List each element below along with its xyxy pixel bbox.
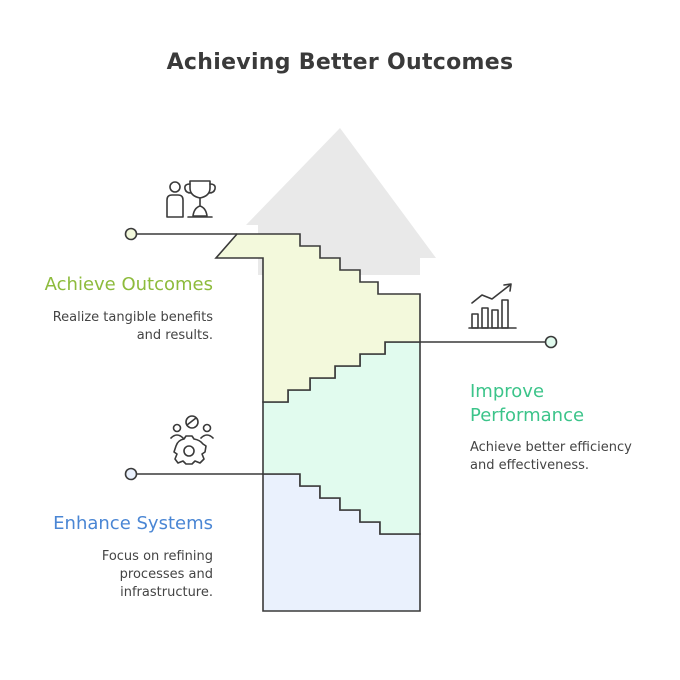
connector-dot-enhance <box>124 467 138 481</box>
description-line: processes and <box>119 567 213 582</box>
step-description-improve-performance: Achieve better efficiency and effectiven… <box>470 439 632 475</box>
step-heading-improve-performance: Improve Performance <box>470 380 584 428</box>
team-gear-icon <box>170 415 214 465</box>
section-achieve-outcomes <box>214 233 421 403</box>
step-description-achieve-outcomes: Realize tangible benefits and results. <box>53 309 213 345</box>
description-line: Focus on refining <box>101 549 213 564</box>
growth-chart-icon <box>468 283 517 329</box>
page-title: Achieving Better Outcomes <box>166 50 514 75</box>
step-heading-achieve-outcomes: Achieve Outcomes <box>44 274 213 295</box>
heading-line: Performance <box>470 405 585 426</box>
step-heading-enhance-systems: Enhance Systems <box>53 513 213 534</box>
description-line: infrastructure. <box>120 585 213 600</box>
description-line: and results. <box>136 328 213 343</box>
person-trophy-icon <box>166 180 216 218</box>
description-line: Realize tangible benefits <box>52 310 213 325</box>
description-line: and effectiveness. <box>470 458 590 473</box>
description-line: Achieve better efficiency <box>470 440 632 455</box>
connector-dot-improve <box>544 335 558 349</box>
step-description-enhance-systems: Focus on refining processes and infrastr… <box>102 548 213 602</box>
connector-dot-achieve <box>124 227 138 241</box>
heading-line: Improve <box>470 381 545 402</box>
